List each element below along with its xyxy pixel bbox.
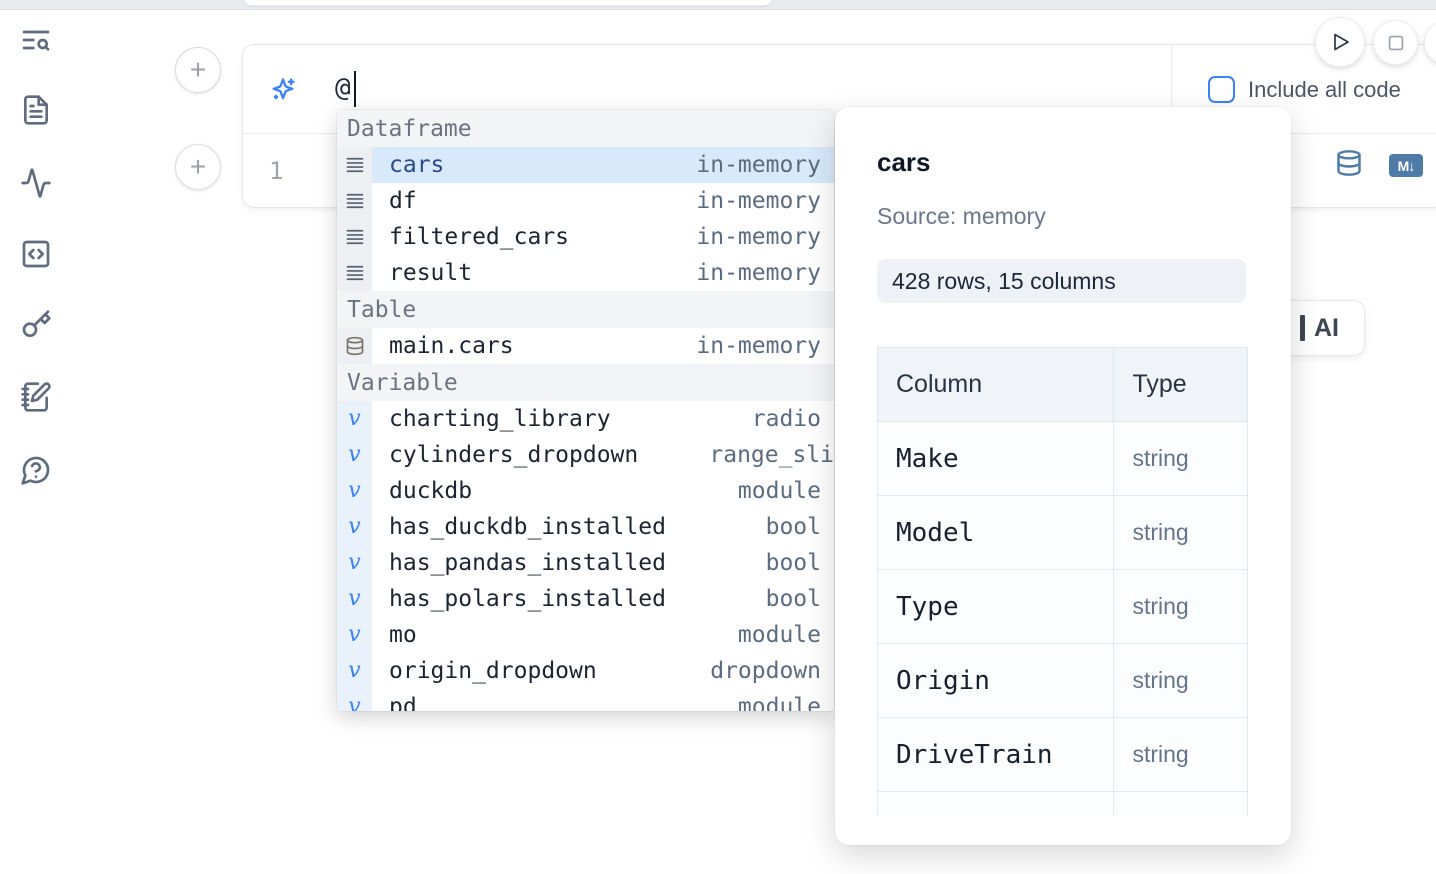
variable-icon: v [337,653,372,689]
row-column-count-badge: 428 rows, 15 columns [877,259,1246,303]
code-square-icon[interactable] [20,238,52,270]
include-all-code-checkbox[interactable] [1208,76,1235,103]
activity-icon[interactable] [20,167,52,199]
variable-icon: v [337,509,372,545]
add-cell-below-button[interactable]: + [175,144,221,190]
preview-title: cars [877,147,931,177]
autocomplete-item-filtered-cars[interactable]: filtered_cars in-memory [337,219,834,255]
key-icon[interactable] [20,309,52,341]
stop-cell-button[interactable] [1373,20,1418,65]
variable-icon: v [337,617,372,653]
text-cursor [354,71,356,107]
autocomplete-item-has-polars-installed[interactable]: v has_polars_installed bool [337,581,834,617]
notebook-pen-icon[interactable] [20,381,52,413]
rows-icon [337,147,372,183]
rows-icon [337,219,372,255]
ai-button-label: AI [1314,313,1339,342]
include-all-code-option: Include all code [1171,45,1436,134]
table-row [877,791,1248,815]
previous-cell-bottom [242,0,774,6]
autocomplete-item-origin-dropdown[interactable]: v origin_dropdown dropdown [337,653,834,689]
autocomplete-item-mo[interactable]: v mo module [337,617,834,653]
dataframe-preview-panel: cars Source: memory 428 rows, 15 columns… [835,107,1291,845]
variable-icon: v [337,581,372,617]
stop-icon [1388,35,1403,50]
autocomplete-item-main-cars[interactable]: main.cars in-memory [337,328,834,364]
autocomplete-popup: Dataframe cars in-memory df in-memory fi… [337,110,834,711]
variable-icon: v [337,473,372,509]
file-text-icon[interactable] [20,94,52,126]
ai-prompt-input[interactable]: @ [335,73,351,103]
code-editor-row[interactable]: 1 M↓ [243,135,1436,208]
autocomplete-item-has-duckdb-installed[interactable]: v has_duckdb_installed bool [337,509,834,545]
autocomplete-item-duckdb[interactable]: v duckdb module [337,473,834,509]
run-cell-button[interactable] [1315,17,1365,67]
include-all-code-label: Include all code [1248,76,1401,102]
play-icon [1334,33,1349,51]
help-chat-icon[interactable] [20,454,52,486]
clipped-letter-fragment [1300,315,1305,341]
rows-icon [337,183,372,219]
autocomplete-item-result[interactable]: result in-memory [337,255,834,291]
add-cell-above-button[interactable]: + [175,47,221,93]
database-tool-icon[interactable] [1335,149,1363,177]
variable-icon: v [337,437,372,473]
variable-icon: v [337,689,372,711]
section-header-dataframe: Dataframe [337,110,834,147]
variable-icon: v [337,545,372,581]
autocomplete-item-pd[interactable]: v pd module [337,689,834,711]
column-header: Column [877,347,1115,422]
autocomplete-item-charting-library[interactable]: v charting_library radio [337,401,834,437]
type-header: Type [1113,347,1248,422]
rows-icon [337,255,372,291]
autocomplete-item-has-pandas-installed[interactable]: v has_pandas_installed bool [337,545,834,581]
section-header-table: Table [337,291,834,328]
line-number: 1 [269,157,284,185]
section-header-variable: Variable [337,364,834,401]
autocomplete-item-cars[interactable]: cars in-memory [337,147,834,183]
autocomplete-item-cylinders-dropdown[interactable]: v cylinders_dropdown range_sli [337,437,834,473]
sparkles-icon [269,76,297,104]
autocomplete-item-df[interactable]: df in-memory [337,183,834,219]
preview-source: Source: memory [877,203,1046,229]
list-search-icon[interactable] [20,24,52,56]
variable-icon: v [337,401,372,437]
markdown-icon[interactable]: M↓ [1389,154,1423,177]
database-icon [337,328,372,364]
